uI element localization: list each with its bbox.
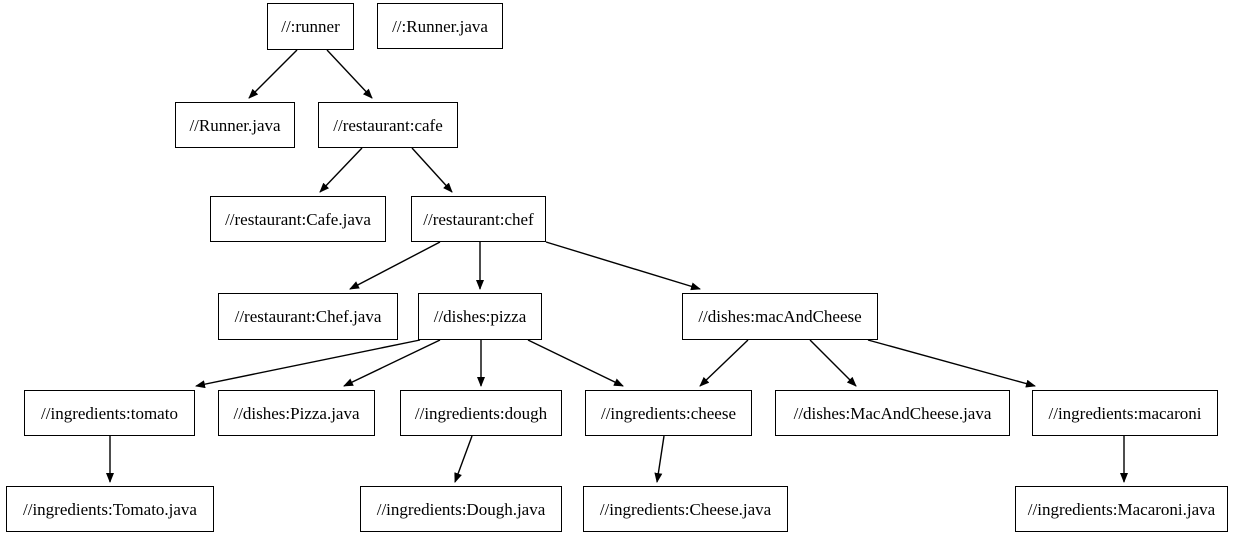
graph-node-pizza[interactable]: //dishes:pizza (418, 293, 542, 340)
graph-node-macandcheese[interactable]: //dishes:macAndCheese (682, 293, 878, 340)
graph-node-macandcheese_java[interactable]: //dishes:MacAndCheese.java (775, 390, 1010, 436)
graph-edge-chef-to-macandcheese (545, 241, 701, 291)
graph-edge-pizza-to-cheese (527, 339, 624, 387)
graph-node-label: //restaurant:Chef.java (234, 307, 382, 326)
graph-node-label: //ingredients:Tomato.java (23, 499, 197, 519)
graph-node-label: //dishes:macAndCheese (698, 307, 862, 326)
graph-node-label: //:Runner.java (392, 16, 488, 36)
graph-node-label: //ingredients:dough (414, 403, 548, 423)
graph-edge-cafe-to-chef (411, 147, 453, 193)
graph-node-label: //ingredients:macaroni (1048, 403, 1202, 423)
graph-node-dough[interactable]: //ingredients:dough (400, 390, 562, 436)
graph-node-label: //ingredients:cheese (600, 403, 736, 423)
graph-node-cafe_java[interactable]: //restaurant:Cafe.java (210, 196, 386, 242)
graph-edge-pizza-to-tomato (195, 339, 421, 389)
graph-node-label: //:runner (281, 17, 340, 36)
graph-node-label: //restaurant:chef (423, 209, 534, 229)
graph-node-chef[interactable]: //restaurant:chef (411, 196, 546, 242)
graph-node-tomato[interactable]: //ingredients:tomato (24, 390, 195, 436)
graph-node-cafe[interactable]: //restaurant:cafe (318, 102, 458, 148)
graph-node-label: //dishes:Pizza.java (233, 403, 360, 423)
graph-node-macaroni[interactable]: //ingredients:macaroni (1032, 390, 1218, 436)
graph-node-label: //ingredients:Dough.java (376, 499, 546, 519)
graph-edge-runner-to-cafe (326, 49, 373, 99)
graph-edge-macandcheese-to-cheese (699, 339, 749, 387)
graph-edge-macandcheese-to-macaroni (867, 339, 1036, 388)
graph-node-pizza_java[interactable]: //dishes:Pizza.java (218, 390, 375, 436)
graph-node-cheese_java[interactable]: //ingredients:Cheese.java (583, 486, 788, 532)
graph-edge-cafe-to-cafe_java (319, 147, 363, 193)
graph-node-label: //ingredients:Macaroni.java (1027, 499, 1216, 519)
graph-node-macaroni_java[interactable]: //ingredients:Macaroni.java (1015, 486, 1228, 532)
graph-edge-chef-to-chef_java (349, 241, 441, 290)
graph-edge-cheese-to-cheese_java (654, 435, 665, 483)
graph-node-label: //dishes:pizza (433, 307, 527, 326)
graph-node-label: //Runner.java (189, 115, 281, 135)
graph-node-label: //restaurant:cafe (333, 115, 443, 135)
graph-node-label: //dishes:MacAndCheese.java (793, 403, 992, 423)
graph-node-cheese[interactable]: //ingredients:cheese (585, 390, 752, 436)
graph-edge-dough-to-dough_java (454, 435, 473, 483)
graph-node-chef_java[interactable]: //restaurant:Chef.java (218, 293, 398, 340)
graph-node-label: //ingredients:Cheese.java (599, 499, 772, 519)
graph-node-runner_java[interactable]: //Runner.java (175, 102, 295, 148)
graph-node-runner[interactable]: //:runner (267, 3, 354, 50)
graph-node-tomato_java[interactable]: //ingredients:Tomato.java (6, 486, 214, 532)
graph-edge-macandcheese-to-macandcheese_java (809, 339, 857, 387)
graph-edge-runner-to-runner_java (248, 49, 298, 99)
graph-edge-pizza-to-pizza_java (343, 339, 441, 387)
graph-node-dough_java[interactable]: //ingredients:Dough.java (360, 486, 562, 532)
graph-node-label: //ingredients:tomato (41, 403, 178, 423)
graph-node-label: //restaurant:Cafe.java (225, 209, 371, 229)
graph-node-runner_java_root[interactable]: //:Runner.java (377, 3, 503, 49)
